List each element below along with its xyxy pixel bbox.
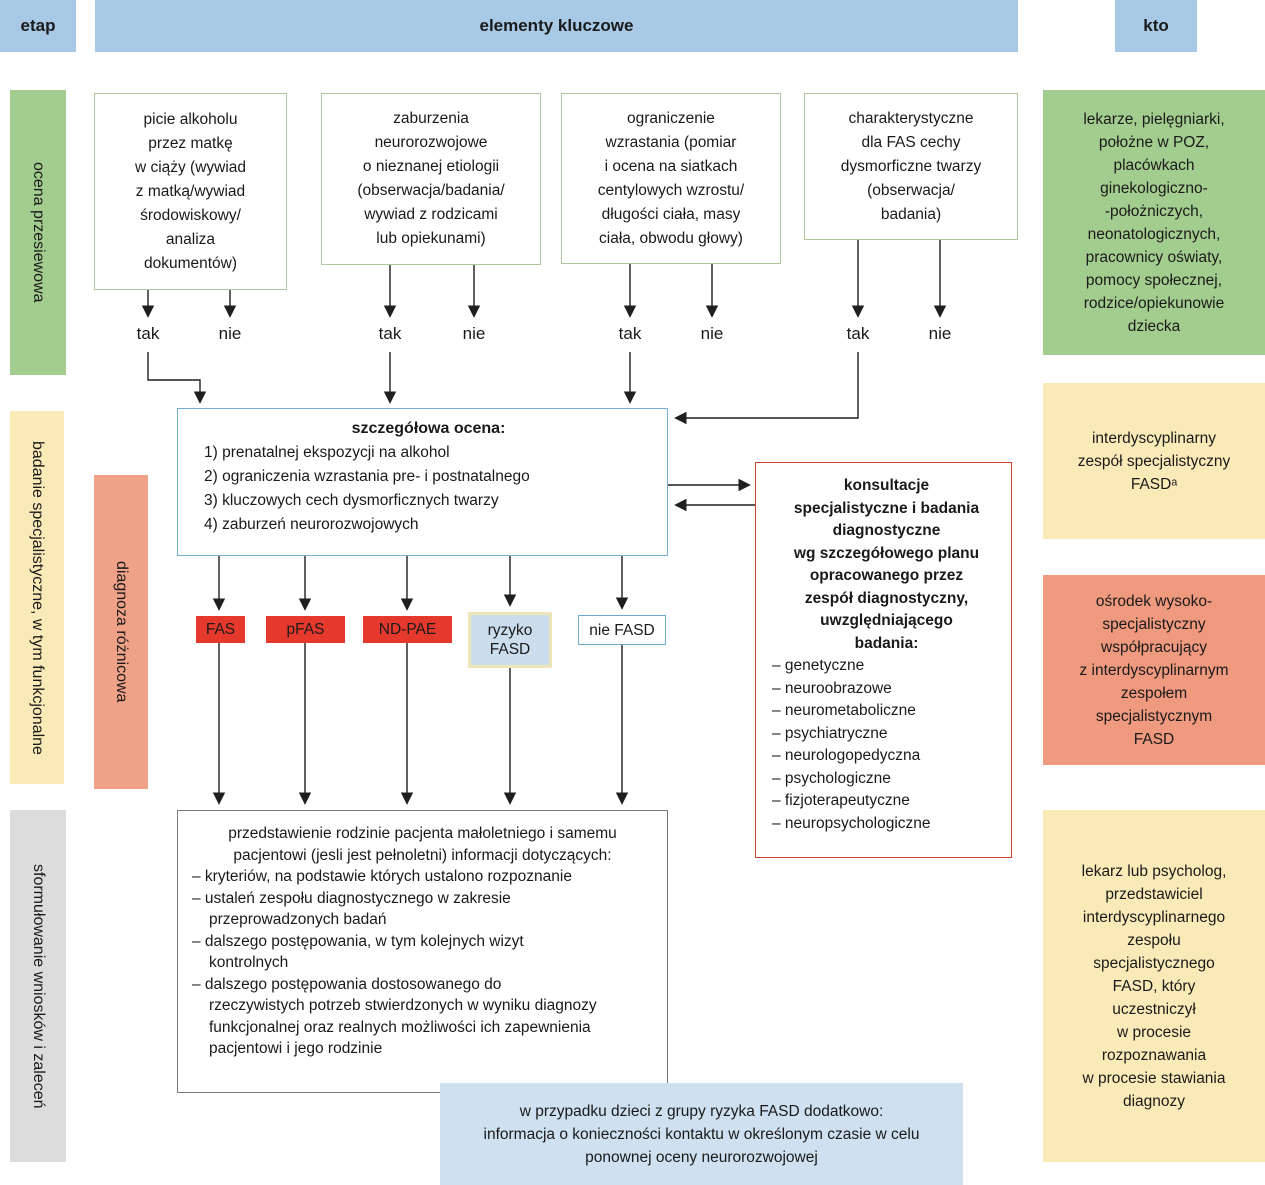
stage-bar-conclusions-label: sformułowanie wniosków i zaleceń [30, 863, 47, 1109]
header-elements-bar: elementy kluczowe [95, 0, 1018, 52]
final-item-2: – ustaleń zespołu diagnostycznego w zakr… [192, 889, 511, 929]
assessment-item-1: 1) prenatalnej ekspozycji na alkohol [204, 444, 450, 461]
outcome-box-fas: FAS [196, 616, 245, 643]
stage-bar-specialist-label: badanie specjalistyczne, w tym funkcjona… [29, 440, 46, 755]
outcome-not-fasd-label: nie FASD [589, 621, 655, 639]
outcome-ndpae-label: ND-PAE [378, 621, 437, 638]
flow-box-alcohol-history-text: picie alkoholu przez matkę w ciąży (wywi… [134, 110, 247, 272]
decision-nie-neuro: nie [462, 324, 486, 343]
decision-nie-alcohol: nie [218, 324, 242, 343]
outcome-fas-label: FAS [205, 621, 236, 638]
who-box-specialist-center: ośrodek wysoko- specjalistyczny współpra… [1043, 575, 1265, 765]
consult-box: konsultacje specjalistyczne i badania di… [755, 462, 1012, 858]
flow-box-growth-restriction: ograniczenie wzrastania (pomiar i ocena … [561, 93, 781, 264]
who-box-specialist-center-text: ośrodek wysoko- specjalistyczny współpra… [1079, 592, 1229, 748]
header-elements-label: elementy kluczowe [479, 16, 634, 35]
who-box-interdisciplinary-team: interdyscyplinarny zespół specjalistyczn… [1043, 383, 1265, 539]
consult-item-4: – psychiatryczne [772, 724, 888, 742]
decision-tak-neuro: tak [378, 324, 402, 343]
assessment-item-4: 4) zaburzeń neurorozwojowych [204, 516, 419, 533]
outcome-box-not-fasd: nie FASD [578, 615, 666, 645]
consult-item-6: – psychologiczne [772, 769, 891, 787]
consult-title: konsultacje specjalistyczne i badania di… [793, 477, 980, 652]
header-who-bar: kto [1115, 0, 1197, 52]
decision-nie-growth: nie [700, 324, 724, 343]
outcome-box-risk-fasd: ryzyko FASD [468, 612, 552, 668]
final-info-box: przedstawienie rodzinie pacjenta małolet… [177, 810, 668, 1093]
stage-bar-screening-label: ocena przesiewowa [30, 162, 47, 303]
who-box-doctor-psychologist: lekarz lub psycholog, przedstawiciel int… [1043, 810, 1265, 1162]
consult-item-1: – genetyczne [772, 657, 865, 674]
final-intro: przedstawienie rodzinie pacjenta małolet… [228, 825, 617, 864]
assessment-item-3: 3) kluczowych cech dysmorficznych twarzy [204, 492, 499, 509]
stage-bar-specialist: badanie specjalistyczne, w tym funkcjona… [10, 411, 64, 784]
stage-bar-differential: diagnoza różnicowa [94, 475, 148, 789]
flow-box-fas-dysmorphic-text: charakterystyczne dla FAS cechy dysmorfi… [840, 109, 982, 223]
decision-tak-alcohol: tak [136, 324, 160, 343]
assessment-box: szczegółowa ocena: 1) prenatalnej ekspoz… [177, 408, 668, 556]
outcome-pfas-label: pFAS [286, 621, 325, 638]
consult-item-2: – neuroobrazowe [772, 679, 892, 697]
stage-bar-screening: ocena przesiewowa [10, 90, 66, 375]
flow-box-neurodevelopmental: zaburzenia neurorozwojowe o nieznanej et… [321, 93, 541, 265]
who-box-interdisciplinary-team-text: interdyscyplinarny zespół specjalistyczn… [1077, 429, 1231, 493]
assessment-item-2: 2) ograniczenia wzrastania pre- i postna… [204, 468, 530, 485]
risk-note-text: w przypadku dzieci z grupy ryzyka FASD d… [483, 1102, 920, 1166]
header-etap-bar: etap [0, 0, 76, 52]
decision-nie-dysmorphic: nie [928, 324, 952, 343]
flow-box-alcohol-history: picie alkoholu przez matkę w ciąży (wywi… [94, 93, 287, 290]
outcome-risk-fasd-label: ryzyko FASD [487, 622, 533, 658]
outcome-box-pfas: pFAS [266, 616, 345, 643]
flow-box-growth-restriction-text: ograniczenie wzrastania (pomiar i ocena … [597, 109, 745, 247]
final-item-1: – kryteriów, na podstawie których ustalo… [192, 868, 572, 885]
flow-box-fas-dysmorphic: charakterystyczne dla FAS cechy dysmorfi… [804, 93, 1018, 240]
stage-bar-conclusions: sformułowanie wniosków i zaleceń [10, 810, 66, 1162]
consult-item-3: – neurometaboliczne [772, 702, 916, 719]
who-box-doctor-psychologist-text: lekarz lub psycholog, przedstawiciel int… [1081, 862, 1227, 1110]
arrow-tak1-to-assessment [147, 352, 207, 404]
who-box-primary-care-text: lekarze, pielęgniarki, położne w POZ, pl… [1083, 110, 1225, 335]
consult-item-5: – neurologopedyczna [772, 747, 921, 764]
stage-bar-differential-label: diagnoza różnicowa [113, 561, 130, 703]
flow-box-neurodevelopmental-text: zaburzenia neurorozwojowe o nieznanej et… [357, 110, 505, 247]
consult-item-8: – neuropsychologiczne [772, 814, 931, 832]
final-item-3: – dalszego postępowania, w tym kolejnych… [192, 932, 524, 972]
decision-tak-growth: tak [618, 324, 642, 343]
arrow-tak4-to-assessment [674, 352, 859, 425]
final-item-4: – dalszego postępowania dostosowanego do… [192, 975, 597, 1058]
header-etap-label: etap [20, 16, 56, 35]
assessment-title: szczegółowa ocena: [351, 420, 506, 437]
consult-item-7: – fizjoterapeutyczne [772, 792, 910, 809]
who-box-primary-care: lekarze, pielęgniarki, położne w POZ, pl… [1043, 90, 1265, 355]
outcome-box-ndpae: ND-PAE [363, 616, 452, 643]
header-who-label: kto [1143, 16, 1169, 35]
decision-tak-dysmorphic: tak [846, 324, 870, 343]
risk-note-box: w przypadku dzieci z grupy ryzyka FASD d… [440, 1083, 963, 1185]
